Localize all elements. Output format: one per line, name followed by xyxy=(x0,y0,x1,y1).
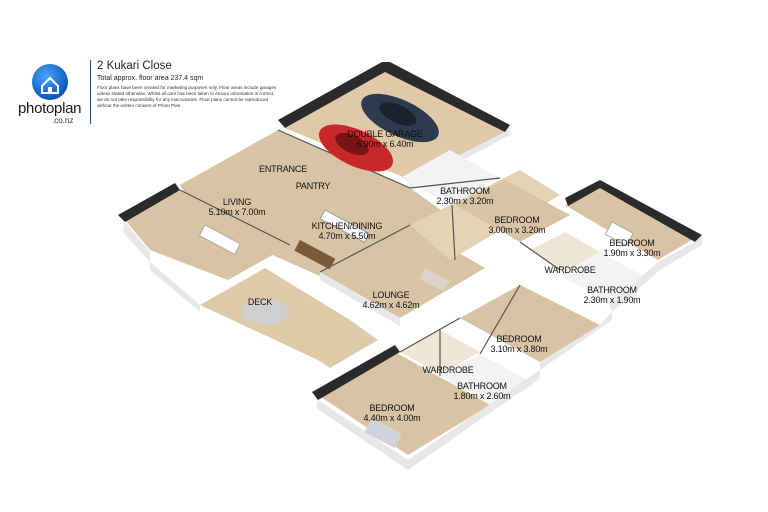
lounge-wall xyxy=(320,272,400,326)
dims-bedroom-4: 4.40m x 4.00m xyxy=(364,413,421,423)
dining-table xyxy=(294,239,336,270)
dims-living: 5.10m x 7.00m xyxy=(209,207,266,217)
dims-bedroom-3: 3.10m x 3.80m xyxy=(491,344,548,354)
dims-bathroom-3: 1.80m x 2.60m xyxy=(454,391,511,401)
logo-text: photoplan xyxy=(18,100,82,117)
red-car xyxy=(318,124,394,172)
header-divider xyxy=(90,60,91,124)
label-entrance: ENTRANCE xyxy=(259,164,307,174)
dark-car xyxy=(361,93,439,143)
label-double-garage: DOUBLE GARAGE xyxy=(347,129,423,139)
house-icon xyxy=(41,76,59,94)
garage-wall xyxy=(278,62,510,132)
dims-bedroom-2: 1.90m x 3.30m xyxy=(604,248,661,258)
dims-bathroom-2: 2.30m x 1.90m xyxy=(584,295,641,305)
dims-bedroom-1: 3.00m x 3.20m xyxy=(489,225,546,235)
property-title: 2 Kukari Close xyxy=(97,60,172,72)
deck-floor xyxy=(200,268,378,368)
label-bathroom-3: BATHROOM xyxy=(457,381,507,391)
label-bedroom-2: BEDROOM xyxy=(609,238,654,248)
label-deck: DECK xyxy=(248,297,272,307)
label-bedroom-4: BEDROOM xyxy=(369,403,414,413)
label-wardrobe-2: WARDROBE xyxy=(422,365,473,375)
kitchen-island xyxy=(319,209,370,243)
bedroom-4-wall xyxy=(312,345,400,400)
label-bedroom-3: BEDROOM xyxy=(496,334,541,344)
bed-2 xyxy=(604,221,634,247)
bathroom-1-floor xyxy=(400,150,500,205)
dims-lounge: 4.62m x 4.62m xyxy=(363,300,420,310)
label-kitchen-dining: KITCHEN/DINING xyxy=(312,221,383,231)
bedroom-4-floor xyxy=(318,352,490,455)
bed-4 xyxy=(364,418,403,449)
bedroom-2-floor xyxy=(565,185,695,260)
photoplan-logo: photoplan .co.nz xyxy=(18,62,88,125)
room-labels: DOUBLE GARAGE 6.90m x 6.40m ENTRANCE PAN… xyxy=(209,129,661,423)
living-sofa xyxy=(198,224,241,256)
lounge-sofa xyxy=(419,268,450,292)
bedroom-3-floor xyxy=(460,285,600,362)
wardrobe-1-floor xyxy=(530,232,600,272)
label-bathroom-2: BATHROOM xyxy=(587,285,637,295)
header: photoplan .co.nz 2 Kukari Close Total ap… xyxy=(0,0,768,140)
label-pantry: PANTRY xyxy=(296,181,331,191)
bedroom-2-wall xyxy=(565,180,702,242)
dims-kitchen-dining: 4.70m x 5.50m xyxy=(319,231,376,241)
bedroom-1-floor xyxy=(455,180,570,242)
logo-sub: .co.nz xyxy=(52,116,74,125)
dims-bathroom-1: 2.30m x 3.20m xyxy=(437,196,494,206)
dims-double-garage: 6.90m x 6.40m xyxy=(357,139,414,149)
label-bedroom-1: BEDROOM xyxy=(494,215,539,225)
living-wall xyxy=(118,183,180,222)
furniture xyxy=(198,209,634,449)
floor-area: Total approx. floor area 237.4 sqm xyxy=(97,75,204,82)
label-wardrobe-1: WARDROBE xyxy=(544,265,595,275)
label-lounge: LOUNGE xyxy=(373,290,410,300)
deck-table xyxy=(241,300,289,324)
label-living: LIVING xyxy=(223,197,252,207)
disclaimer: Floor plans have been created for market… xyxy=(97,85,277,108)
label-bathroom-1: BATHROOM xyxy=(440,186,490,196)
